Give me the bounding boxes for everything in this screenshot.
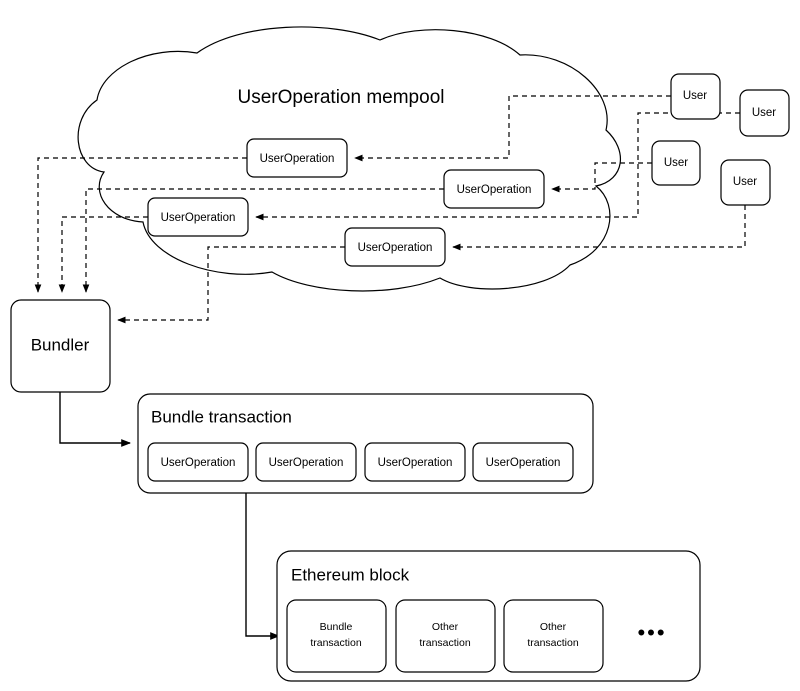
- block-tx-other-1[interactable]: Other transaction: [395, 599, 496, 673]
- mempool-userop-4-box[interactable]: [344, 227, 446, 267]
- user-node-2-label: User: [752, 107, 776, 119]
- bundler-node-box[interactable]: [10, 299, 111, 393]
- block-tx-bundle[interactable]: Bundle transaction: [286, 599, 387, 673]
- connector-user3-to-userop2: [551, 162, 652, 193]
- user-node-2-box[interactable]: [739, 89, 790, 137]
- mempool-userop-4-label: UserOperation: [358, 242, 433, 254]
- bundle-userop-3-label: UserOperation: [378, 457, 453, 469]
- mempool-userop-3-label: UserOperation: [161, 212, 236, 224]
- bundle-userop-1-box[interactable]: [147, 442, 249, 482]
- bundle-userop-3-box[interactable]: [364, 442, 466, 482]
- block-tx-bundle-label-line1: Bundle: [320, 621, 353, 633]
- user-node-3-box[interactable]: [651, 140, 701, 186]
- mempool-userop-3[interactable]: UserOperation: [147, 197, 249, 237]
- connector-user4-to-userop4: [452, 205, 746, 251]
- bundle-transaction-node[interactable]: Bundle transaction UserOperation UserOpe…: [137, 393, 594, 494]
- bundle-userop-2-label: UserOperation: [269, 457, 344, 469]
- mempool-userop-2-label: UserOperation: [457, 184, 532, 196]
- user-node-1[interactable]: User: [670, 73, 721, 120]
- block-tx-other-1-box[interactable]: [395, 599, 496, 673]
- bundle-userop-3[interactable]: UserOperation: [364, 442, 466, 482]
- user-node-1-box[interactable]: [670, 73, 721, 120]
- block-tx-bundle-label-line2: transaction: [310, 637, 362, 649]
- bundle-userop-4-box[interactable]: [472, 442, 574, 482]
- block-more-transactions-ellipsis: •••: [637, 620, 666, 645]
- connector-userop1-to-bundler: [34, 157, 247, 293]
- connector-userop4-to-bundler: [117, 246, 345, 324]
- connector-user2-to-userop3: [255, 112, 740, 221]
- block-tx-other-2-label-line1: Other: [540, 621, 567, 633]
- bundle-userop-4-label: UserOperation: [486, 457, 561, 469]
- mempool-userop-2[interactable]: UserOperation: [443, 169, 545, 209]
- ethereum-block-node[interactable]: Ethereum block Bundle transaction Other …: [276, 550, 701, 682]
- bundler-node[interactable]: Bundler: [10, 299, 111, 393]
- mempool-title: UserOperation mempool: [238, 87, 445, 108]
- bundle-userop-2[interactable]: UserOperation: [255, 442, 357, 482]
- bundle-userop-1-label: UserOperation: [161, 457, 236, 469]
- bundle-userop-4[interactable]: UserOperation: [472, 442, 574, 482]
- mempool-userop-4[interactable]: UserOperation: [344, 227, 446, 267]
- connector-bundler-to-bundle-transaction: [59, 392, 131, 447]
- mempool-cloud-shape: [77, 26, 621, 292]
- user-node-4-box[interactable]: [720, 159, 771, 206]
- user-node-2[interactable]: User: [739, 89, 790, 137]
- mempool-userop-3-box[interactable]: [147, 197, 249, 237]
- bundle-userop-1[interactable]: UserOperation: [147, 442, 249, 482]
- bundle-userop-2-box[interactable]: [255, 442, 357, 482]
- block-tx-bundle-box[interactable]: [286, 599, 387, 673]
- block-tx-other-2-label-line2: transaction: [527, 637, 579, 649]
- mempool-userop-1-box[interactable]: [246, 138, 348, 178]
- mempool-userop-2-box[interactable]: [443, 169, 545, 209]
- block-tx-other-2-box[interactable]: [503, 599, 604, 673]
- user-node-3[interactable]: User: [651, 140, 701, 186]
- block-tx-other-1-label-line2: transaction: [419, 637, 471, 649]
- block-tx-other-2[interactable]: Other transaction: [503, 599, 604, 673]
- connector-userop3-to-bundler: [58, 216, 148, 293]
- block-tx-other-1-label-line1: Other: [432, 621, 459, 633]
- bundle-transaction-title: Bundle transaction: [151, 407, 292, 426]
- user-node-1-label: User: [683, 90, 707, 102]
- user-node-4-label: User: [733, 176, 757, 188]
- ethereum-block-title: Ethereum block: [291, 565, 410, 584]
- connector-user1-to-userop1: [354, 95, 671, 162]
- user-node-3-label: User: [664, 157, 688, 169]
- user-node-4[interactable]: User: [720, 159, 771, 206]
- mempool-userop-1-label: UserOperation: [260, 153, 335, 165]
- connector-userop2-to-bundler: [82, 188, 444, 293]
- mempool-userop-1[interactable]: UserOperation: [246, 138, 348, 178]
- connector-bundle-transaction-to-block: [245, 493, 280, 640]
- bundler-node-label: Bundler: [31, 335, 90, 354]
